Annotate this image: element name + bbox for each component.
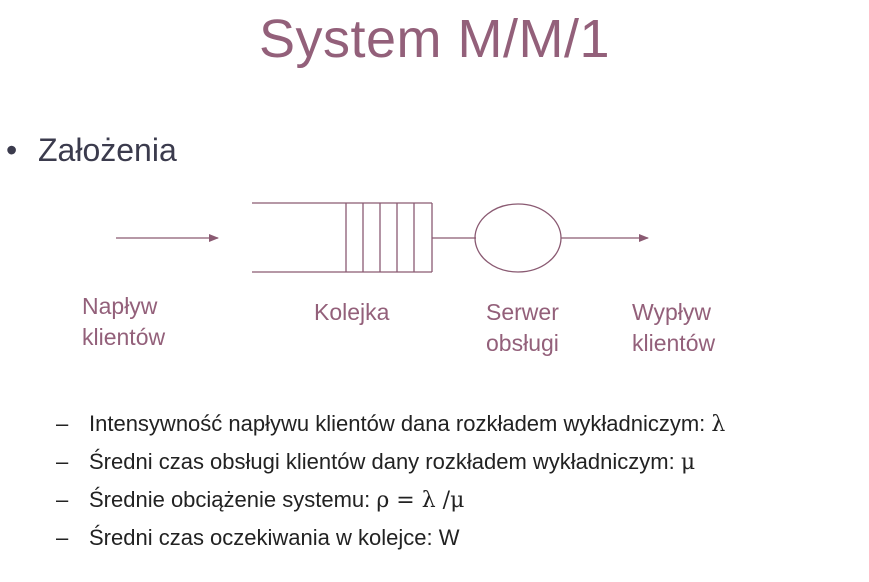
section-bullet: • Założenia — [6, 132, 177, 169]
list-item: –Średni czas oczekiwania w kolejce: W — [56, 519, 725, 557]
item-text: Średni czas obsługi klientów dany rozkła… — [89, 449, 681, 474]
item-symbol: λ — [711, 412, 726, 437]
server-label: Serwer obsługi — [486, 299, 559, 356]
inflow-label: Napływ klientów — [82, 293, 166, 350]
item-text: Średni czas oczekiwania w kolejce: W — [89, 525, 460, 550]
list-item: –Średnie obciążenie systemu: ρ = λ /μ — [56, 481, 725, 519]
list-item: –Intensywność napływu klientów dana rozk… — [56, 405, 725, 443]
outflow-label: Wypływ klientów — [632, 299, 716, 356]
slide-title: System M/M/1 — [258, 9, 611, 69]
item-text: Intensywność napływu klientów dana rozkł… — [89, 411, 712, 436]
server-ellipse — [474, 203, 562, 273]
queue-label: Kolejka — [314, 299, 390, 325]
dash-marker: – — [56, 411, 69, 436]
list-item: –Średni czas obsługi klientów dany rozkł… — [56, 443, 725, 481]
item-text: Średnie obciążenie systemu: — [89, 487, 377, 512]
assumptions-list: –Intensywność napływu klientów dana rozk… — [56, 405, 725, 557]
item-symbol: μ — [680, 450, 696, 475]
dash-marker: – — [56, 525, 69, 550]
queue-box — [252, 202, 433, 273]
dash-marker: – — [56, 449, 69, 474]
dash-marker: – — [56, 487, 69, 512]
section-heading: Założenia — [38, 132, 177, 168]
item-symbol: ρ = λ /μ — [376, 488, 465, 513]
bullet-dot: • — [6, 132, 18, 168]
